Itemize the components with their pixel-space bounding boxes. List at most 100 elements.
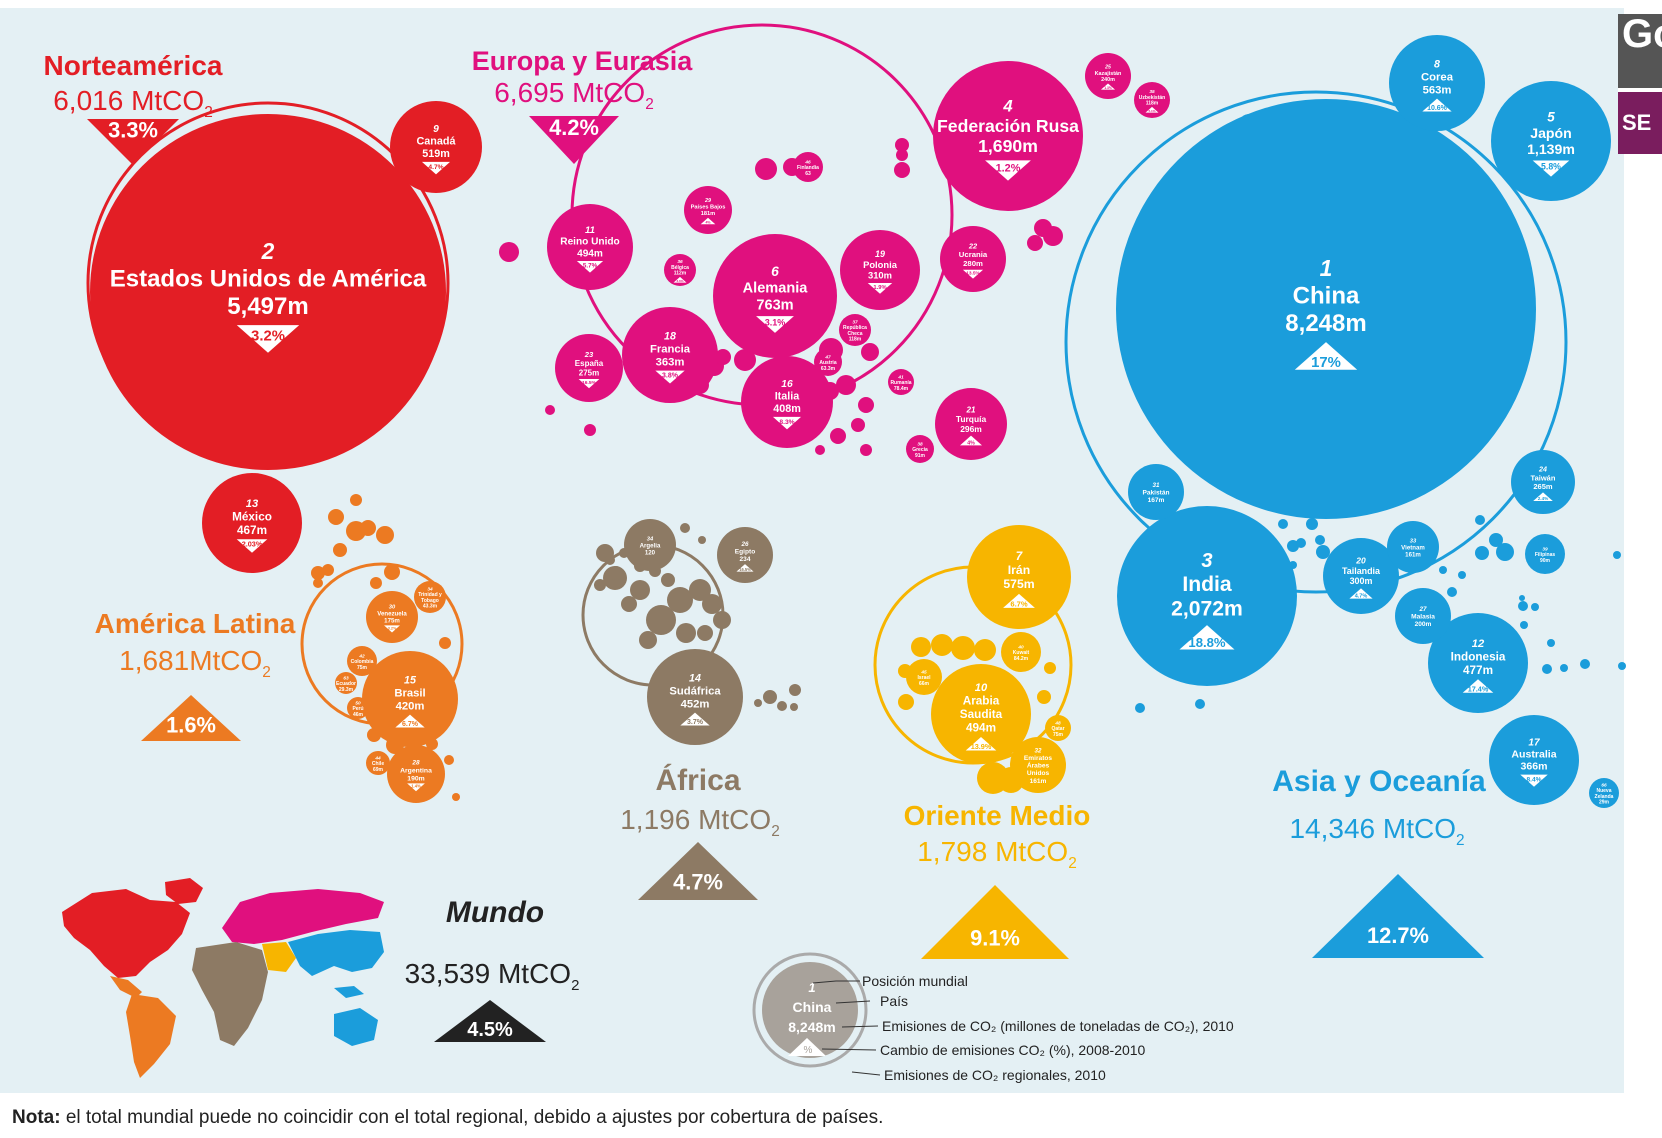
- country-rank: 40: [1017, 644, 1024, 650]
- country-rank: 9: [433, 124, 439, 135]
- small-country-dot: [1496, 543, 1514, 561]
- change-triangle-up: [673, 276, 687, 283]
- country-change: 5.7%: [583, 262, 598, 269]
- small-country-dot: [1439, 566, 1447, 574]
- small-country-dot: [895, 138, 909, 152]
- country-change: 2.4%: [1538, 496, 1549, 501]
- small-country-dot: [1580, 659, 1590, 669]
- country-circle: [90, 114, 446, 470]
- small-country-dot: [328, 509, 344, 525]
- world-map: [62, 878, 384, 1078]
- footnote: Nota: el total mundial puede no coincidi…: [12, 1107, 883, 1129]
- region-name: Norteamérica: [44, 50, 223, 81]
- country-change: 17%: [1311, 355, 1341, 371]
- small-country-dot: [698, 536, 706, 544]
- country-value: 8,248m: [1285, 310, 1366, 337]
- small-country-dot: [830, 428, 846, 444]
- country-rank: 38: [917, 441, 923, 447]
- country-circle: [555, 334, 623, 402]
- country-circle: [664, 254, 696, 286]
- country-rank: 19: [875, 249, 885, 259]
- change-triangle-up: [680, 712, 710, 726]
- legend-ring: [752, 952, 868, 1068]
- small-country-dot: [333, 543, 347, 557]
- country-name: Reino Unido: [560, 237, 619, 248]
- small-country-dot: [734, 349, 756, 371]
- change-triangle-down: [655, 370, 685, 384]
- region-change-triangle: [529, 116, 619, 164]
- change-triangle-up: [1533, 492, 1553, 502]
- country-rank: 7: [1016, 550, 1023, 563]
- country-circle: [1001, 632, 1041, 672]
- country-value: 63: [805, 171, 811, 177]
- small-country-dot: [858, 397, 874, 413]
- country-value: 75m: [357, 665, 368, 671]
- country-name: Taiwán: [1531, 473, 1556, 482]
- country-name: Argelia: [640, 542, 661, 549]
- small-country-dot: [680, 523, 690, 533]
- country-value: 200m: [1415, 621, 1432, 628]
- country-change: 16.5%: [739, 567, 751, 572]
- country-circle: [362, 651, 458, 747]
- country-rank: 13: [246, 498, 259, 510]
- small-country-dot: [1489, 533, 1503, 547]
- small-country-dot: [951, 636, 975, 660]
- country-change: 2.03%: [242, 540, 263, 549]
- country-value: 300m: [1350, 576, 1373, 586]
- small-country-dot: [499, 242, 519, 262]
- small-country-dot: [676, 623, 696, 643]
- country-name: Uzbekistán: [1139, 95, 1165, 101]
- region-name: Europa y Eurasia: [472, 46, 694, 76]
- country-name: Israel: [917, 675, 931, 681]
- country-value: 29m: [1599, 800, 1610, 806]
- small-country-dot: [1306, 518, 1318, 530]
- country-rank: 14: [689, 672, 701, 684]
- country-circle: [906, 659, 942, 695]
- country-name: Australia: [1511, 749, 1556, 761]
- small-country-dot: [836, 375, 856, 395]
- country-rank: 12: [1472, 638, 1485, 650]
- country-name: Canadá: [416, 136, 456, 148]
- country-rank: 18: [664, 330, 676, 342]
- country-rank: 35: [1149, 89, 1155, 95]
- small-country-dot: [974, 639, 996, 661]
- footnote-label: Nota:: [12, 1107, 61, 1128]
- region-total: 1,196 MtCO2: [620, 804, 780, 840]
- small-country-dot: [1618, 662, 1626, 670]
- country-circle: [1134, 82, 1170, 118]
- country-rank: 39: [1542, 546, 1548, 552]
- country-value: 120: [645, 549, 656, 556]
- change-triangle-up: [1422, 98, 1452, 112]
- country-name: Polonia: [863, 259, 898, 270]
- small-country-dot: [322, 564, 334, 576]
- country-change: 6.7%: [402, 721, 419, 728]
- country-name: Federación Rusa: [937, 116, 1079, 136]
- country-rank: 30: [389, 605, 396, 611]
- region-total: 6,695 MtCO2: [494, 77, 654, 113]
- map-central-america: [110, 976, 142, 998]
- country-value: 91m: [915, 453, 926, 459]
- country-value: 234: [740, 556, 751, 563]
- country-name: India: [1182, 573, 1232, 596]
- country-name: Qatar: [1051, 726, 1064, 732]
- country-change: 4.7%: [1355, 594, 1368, 600]
- map-middle-east: [262, 942, 296, 972]
